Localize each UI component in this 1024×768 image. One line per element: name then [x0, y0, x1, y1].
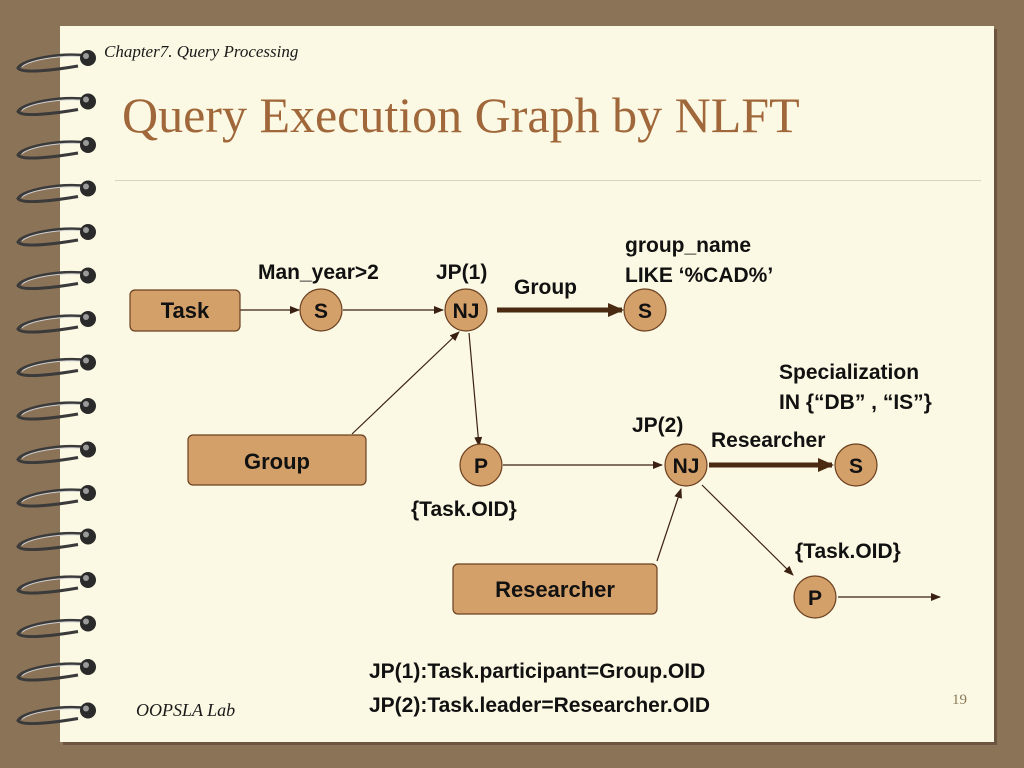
- binding-ring: [16, 180, 96, 204]
- binding-ring: [16, 137, 96, 160]
- node-s2-label: S: [638, 300, 652, 323]
- box-task: Task: [129, 289, 241, 332]
- label-specialization-1: Specialization: [779, 361, 919, 384]
- binding-ring: [16, 224, 96, 247]
- binding-ring: [16, 267, 96, 291]
- edges: [240, 303, 941, 601]
- label-group-name-2: LIKE ‘%CAD%’: [625, 264, 773, 287]
- label-jp2: JP(2): [632, 414, 683, 437]
- label-task-oid-1: {Task.OID}: [411, 498, 517, 521]
- binding-ring: [16, 354, 96, 378]
- label-man-year: Man_year>2: [258, 261, 379, 284]
- label-group-name-1: group_name: [625, 234, 751, 257]
- title-divider: [115, 180, 981, 181]
- box-researcher-label: Researcher: [495, 577, 615, 602]
- binding-ring: [16, 615, 96, 639]
- node-nj1: NJ: [444, 288, 488, 332]
- edge-researcher-to-nj2: [656, 488, 682, 562]
- node-s2: S: [623, 288, 667, 332]
- note-jp2: JP(2):Task.leader=Researcher.OID: [369, 694, 710, 717]
- slide-title: Query Execution Graph by NLFT: [122, 87, 800, 143]
- binding-ring: [16, 485, 96, 508]
- chapter-header: Chapter7. Query Processing: [104, 42, 299, 61]
- node-s3-label: S: [849, 455, 863, 478]
- label-jp1: JP(1): [436, 261, 487, 284]
- binding-ring: [16, 659, 96, 682]
- box-researcher: Researcher: [452, 563, 658, 615]
- node-nj2-label: NJ: [673, 455, 700, 478]
- binding-ring: [16, 50, 96, 73]
- node-s1: S: [299, 288, 343, 332]
- label-group-edge: Group: [514, 276, 577, 299]
- binding-ring: [16, 398, 96, 421]
- page-number: 19: [952, 692, 967, 708]
- binding-ring: [16, 441, 96, 465]
- box-task-label: Task: [161, 298, 210, 323]
- node-s1-label: S: [314, 300, 328, 323]
- note-jp1: JP(1):Task.participant=Group.OID: [369, 660, 705, 683]
- binding-ring: [16, 528, 96, 552]
- binding-ring: [16, 93, 96, 117]
- binding-ring: [16, 311, 96, 334]
- edge-nj2-to-p2: [701, 484, 794, 576]
- node-p1-label: P: [474, 455, 488, 478]
- node-nj1-label: NJ: [453, 300, 480, 323]
- slide-page: [60, 26, 994, 742]
- label-researcher-edge: Researcher: [711, 429, 825, 452]
- node-s3: S: [834, 443, 878, 487]
- edge-nj1-to-p1: [468, 332, 483, 447]
- node-nj2: NJ: [664, 443, 708, 487]
- node-p1: P: [459, 443, 503, 487]
- node-p2: P: [793, 575, 837, 619]
- spiral-binding: [16, 50, 96, 726]
- label-task-oid-2: {Task.OID}: [795, 540, 901, 563]
- edge-group-to-nj1: [351, 331, 460, 435]
- box-group: Group: [187, 434, 367, 486]
- box-group-label: Group: [244, 449, 310, 474]
- footer-lab: OOPSLA Lab: [136, 700, 236, 720]
- label-specialization-2: IN {“DB” , “IS”}: [779, 391, 932, 414]
- binding-ring: [16, 572, 96, 595]
- binding-ring: [16, 702, 96, 726]
- node-p2-label: P: [808, 587, 822, 610]
